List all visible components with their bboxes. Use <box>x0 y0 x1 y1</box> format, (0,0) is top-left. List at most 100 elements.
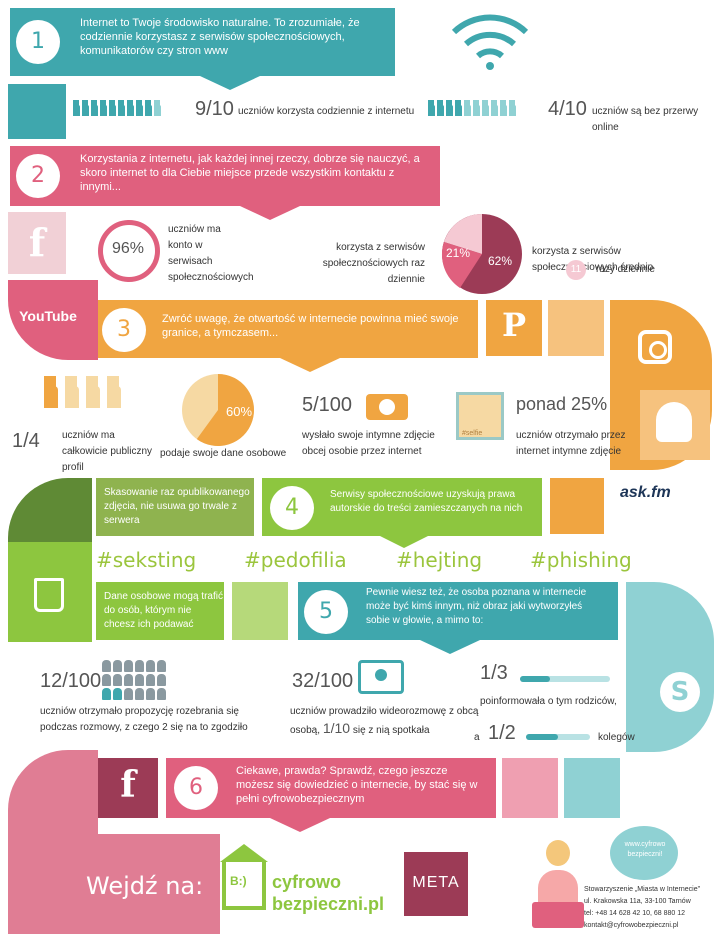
person-icon <box>124 688 133 700</box>
hashtag-phishing: #phishing <box>530 548 632 572</box>
selfie-photo <box>456 392 504 440</box>
facebook-tile[interactable] <box>8 212 66 274</box>
video-value-2: 1/10 <box>322 720 351 736</box>
person-icon <box>146 660 155 672</box>
video-text-2: się z nią spotkała <box>352 725 430 736</box>
daily-value: 9/10 <box>195 98 234 120</box>
personal-value: 60% <box>226 404 252 419</box>
ask-icon[interactable]: ask.fm <box>620 484 671 501</box>
hashtag-seksting: #seksting <box>96 548 197 572</box>
account-value: 96% <box>112 240 145 257</box>
person-icon <box>146 674 155 686</box>
public-text: uczniów ma całkowicie publiczny profil <box>62 430 153 473</box>
section5-banner <box>298 582 618 640</box>
address-line1: Stowarzyszenie „Miasta w Internecie" <box>584 886 701 893</box>
pinterest-tile[interactable] <box>486 300 542 356</box>
person-icon <box>464 100 471 116</box>
note-data: Dane osobowe mogą trafić do osób, którym… <box>104 591 223 630</box>
person-icon <box>102 688 111 700</box>
logo-house-icon[interactable]: B:) <box>220 844 268 910</box>
person-icon <box>509 100 516 116</box>
intimate-got-text: uczniów otrzymało przez internet intymne… <box>516 430 626 457</box>
person-icon <box>428 100 435 116</box>
footer-band <box>8 834 220 934</box>
avg11-n: 11 <box>566 260 586 280</box>
person-icon <box>102 674 111 686</box>
teal-tile <box>564 758 620 818</box>
camera-icon <box>366 394 408 420</box>
friends-text: kolegów <box>598 732 635 743</box>
person-icon <box>113 688 122 700</box>
person-icon <box>107 376 121 408</box>
person-icon <box>113 660 122 672</box>
person-icon <box>118 100 125 116</box>
snapchat-icon <box>656 402 692 442</box>
person-icon <box>446 100 453 116</box>
person-icon <box>44 376 58 408</box>
logo-line1[interactable]: cyfrowo <box>272 872 342 892</box>
person-icon <box>455 100 462 116</box>
video-text: uczniów prowadziło wideorozmowę z obcą o… <box>290 704 490 739</box>
speech-bubble <box>610 826 678 880</box>
friends-value: 1/2 <box>488 722 516 744</box>
person-icon <box>124 660 133 672</box>
person-icon <box>437 100 444 116</box>
bubble-text: www.cyfrowo bezpieczni! <box>624 841 666 858</box>
person-icon <box>491 100 498 116</box>
section2-banner <box>10 146 440 206</box>
wifi-icon <box>450 8 530 70</box>
person-icon <box>136 100 143 116</box>
section6-banner <box>166 758 496 818</box>
address-line2: ul. Krakowska 11a, 33-100 Tarnów <box>584 898 691 905</box>
section1-pointer <box>200 76 260 90</box>
person-icon <box>135 674 144 686</box>
hashtag-pedofilia: #pedofilia <box>244 548 347 572</box>
avg11-text: korzysta z serwisów społecznościowych śr… <box>532 246 654 273</box>
pie-slice <box>196 374 254 446</box>
address-line4[interactable]: kontakt@cyfrowobezpieczni.pl <box>584 922 679 929</box>
usage-pie <box>440 212 524 301</box>
person-icon <box>82 100 89 116</box>
section6-pointer <box>270 818 330 832</box>
person-icon <box>113 674 122 686</box>
person-icon <box>482 100 489 116</box>
person-icon <box>145 100 152 116</box>
instagram-icon[interactable] <box>638 330 672 364</box>
video-value: 32/100 <box>292 670 354 692</box>
orange-tile <box>548 300 604 356</box>
footer-cta: Wejdź na: <box>86 872 204 900</box>
youtube-icon: YouTube <box>19 308 77 324</box>
section3-pointer <box>280 358 340 372</box>
parents-bar <box>520 676 610 682</box>
logo-mark: B:) <box>230 874 247 888</box>
section2-text: Korzystania z internetu, jak każdej inne… <box>80 153 420 193</box>
address-line3: tel: +48 14 628 42 10, 68 880 12 <box>584 910 686 917</box>
intimate-got-value: ponad 25% <box>516 394 608 414</box>
section5-pointer <box>420 640 480 654</box>
section5-text: Pewnie wiesz też, że osoba poznana w int… <box>366 587 587 626</box>
person-icon <box>127 100 134 116</box>
friends-bar-fill <box>526 734 558 740</box>
person-icon <box>135 660 144 672</box>
undress-value: 12/100 <box>40 670 102 692</box>
section3-text: Zwróć uwagę, że otwartość w internecie p… <box>162 313 459 339</box>
section2-pointer <box>240 206 300 220</box>
facebook-tile-2[interactable] <box>98 758 158 818</box>
person-icon <box>91 100 98 116</box>
person-icon <box>73 100 80 116</box>
facebook-icon-2: f <box>120 764 136 806</box>
parents-value: 1/3 <box>480 662 508 684</box>
logo-line2[interactable]: bezpieczni.pl <box>272 894 385 914</box>
person-icon <box>154 100 161 116</box>
pink-tile <box>502 758 558 818</box>
meta-logo: META <box>412 874 460 891</box>
account-text: uczniów ma konto w serwisach społecznośc… <box>168 224 254 283</box>
account-ring <box>98 220 160 282</box>
facebook-icon: f <box>28 220 46 265</box>
skype-icon[interactable]: S <box>660 672 700 712</box>
section1-banner <box>10 8 395 76</box>
meta-logo-box[interactable] <box>404 852 468 916</box>
person-icon <box>157 660 166 672</box>
person-icon <box>500 100 507 116</box>
